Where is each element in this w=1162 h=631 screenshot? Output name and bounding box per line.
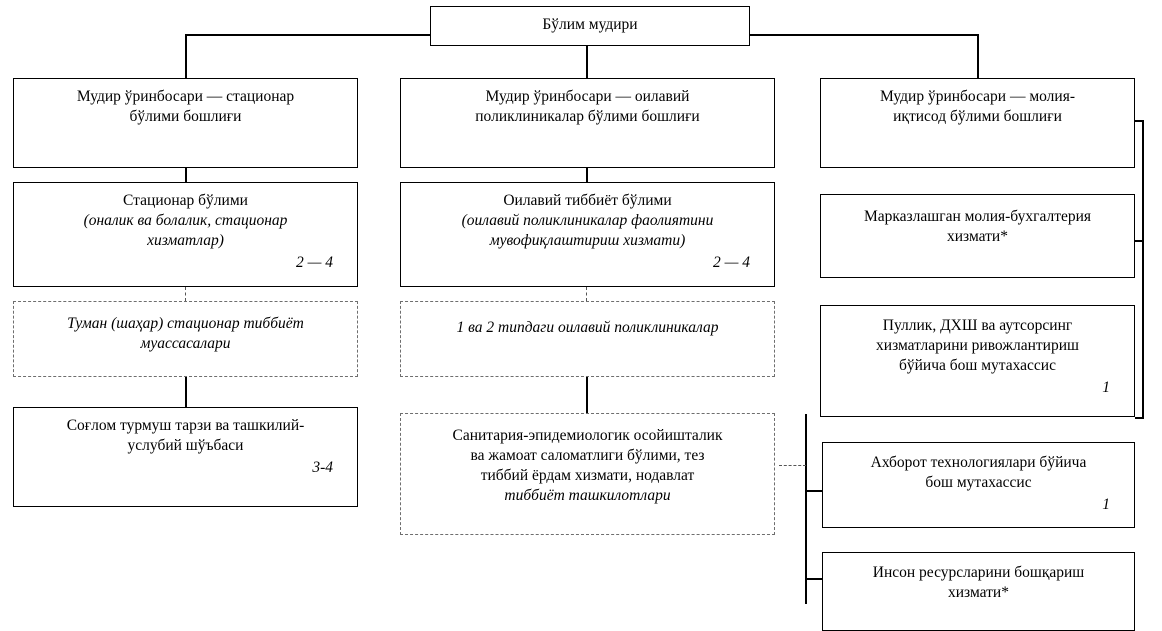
node-count: 1 [1102, 496, 1110, 514]
node-line: иқтисод бўлими бошлиғи [893, 108, 1062, 126]
node-count: 3-4 [312, 459, 333, 477]
node-line: хизмати* [948, 584, 1009, 602]
node-stationary-department[interactable]: Стационар бўлими (оналик ва болалик, ста… [13, 182, 358, 287]
connector-dashed-sanitary-to-col3 [779, 465, 806, 466]
node-line: Санитария-эпидемиологик осойишталик [452, 427, 723, 444]
node-line: бўлими бошлиғи [129, 108, 242, 126]
connector-drop-col3 [977, 34, 979, 78]
node-family-medicine-department[interactable]: Оилавий тиббиёт бўлими (оилавий поликлин… [400, 182, 775, 287]
node-deputy-stationary[interactable]: Мудир ўринбосари — стационар бўлими бошл… [13, 78, 358, 168]
node-count: 2 — 4 [712, 254, 750, 272]
node-line: тиббиёт ташкилотлари [504, 487, 671, 505]
node-it-chief-specialist[interactable]: Ахборот технологиялари бўйича бош мутаха… [822, 442, 1135, 528]
node-head-of-department[interactable]: Бўлим мудири [430, 6, 750, 46]
connector-col1-dashed [185, 287, 186, 301]
node-line: мувофиқлаштириш хизмати) [489, 232, 686, 250]
node-line: тиббий ёрдам хизмати, нодавлат [480, 467, 695, 485]
node-paid-services-chief-specialist[interactable]: Пуллик, ДХШ ва аутсорсинг хизматларини р… [820, 305, 1135, 417]
node-sanitary-epidemiological-department[interactable]: Санитария-эпидемиологик осойишталик ва ж… [400, 413, 775, 535]
connector-col3-tap-2 [1135, 240, 1144, 242]
node-line: Марказлашган молия-бухгалтерия [863, 208, 1092, 225]
connector-col3-tap-3 [1135, 417, 1144, 419]
node-line: бош мутахассис [925, 474, 1032, 492]
node-district-stationary-institutions[interactable]: Туман (шаҳар) стационар тиббиёт муассаса… [13, 301, 358, 377]
node-type-1-2-family-polyclinics[interactable]: 1 ва 2 типдаги оилавий поликлиникалар [400, 301, 775, 377]
node-line: Мудир ўринбосари — стационар [76, 88, 295, 105]
connector-bus-right [749, 34, 978, 36]
node-count: 2 — 4 [295, 254, 333, 272]
node-line: хизмати* [947, 228, 1008, 246]
node-line: Оилавий тиббиёт бўлими [503, 192, 672, 209]
connector-bus-left [185, 34, 435, 36]
node-line: хизматларини ривожлантириш [876, 337, 1079, 355]
node-deputy-finance-economics[interactable]: Мудир ўринбосари — молия- иқтисод бўлими… [820, 78, 1135, 168]
node-centralized-finance-accounting-service[interactable]: Марказлашган молия-бухгалтерия хизмати* [820, 194, 1135, 278]
connector-col3-tap-hr [805, 578, 822, 580]
node-line: Ахборот технологиялари бўйича [870, 454, 1087, 471]
connector-col1-c [185, 377, 187, 407]
node-line: Туман (шаҳар) стационар тиббиёт [67, 315, 304, 332]
connector-col2-a [586, 168, 588, 182]
node-line: хизматлар) [147, 232, 224, 250]
connector-col3-tap-it [805, 490, 822, 492]
node-line: ва жамоат саломатлиги бўлими, тез [470, 447, 705, 465]
connector-drop-col2 [586, 44, 588, 78]
node-line: 1 ва 2 типдаги оилавий поликлиникалар [456, 319, 719, 336]
connector-col2-c [586, 377, 588, 413]
node-line: Мудир ўринбосари — молия- [879, 88, 1075, 105]
node-line: (оналик ва болалик, стационар [83, 212, 288, 230]
node-line: муассасалари [140, 335, 231, 353]
node-count: 1 [1102, 379, 1110, 397]
node-human-resources-service[interactable]: Инсон ресурсларини бошқариш хизмати* [822, 552, 1135, 631]
node-line: Мудир ўринбосари — оилавий [485, 88, 690, 105]
connector-col3-right-spine [1142, 120, 1144, 418]
connector-col3-left-spine [805, 414, 807, 604]
connector-drop-col1 [185, 34, 187, 78]
connector-col1-a [185, 168, 187, 182]
node-line: Бўлим мудири [542, 16, 638, 33]
node-line: поликлиникалар бўлими бошлиғи [475, 108, 700, 126]
connector-col3-tap-1 [1135, 120, 1144, 122]
node-line: Пуллик, ДХШ ва аутсорсинг [882, 317, 1073, 334]
node-line: Соғлом турмуш тарзи ва ташкилий- [66, 417, 305, 434]
node-line: Инсон ресурсларини бошқариш [872, 564, 1085, 581]
connector-col2-dashed [586, 287, 587, 301]
node-line: бўйича бош мутахассис [899, 357, 1056, 375]
node-deputy-family-polyclinics[interactable]: Мудир ўринбосари — оилавий поликлиникала… [400, 78, 775, 168]
node-line: услубий шўъбаси [127, 437, 244, 455]
node-healthy-lifestyle-department[interactable]: Соғлом турмуш тарзи ва ташкилий- услубий… [13, 407, 358, 507]
node-line: Стационар бўлими [123, 192, 248, 209]
node-line: (оилавий поликлиникалар фаолиятини [461, 212, 714, 230]
